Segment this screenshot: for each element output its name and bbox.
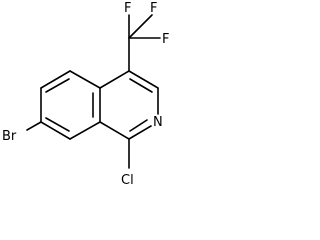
atom-label-br: Br [2, 129, 17, 144]
bond-n2-c1-inner [129, 119, 148, 132]
bond-c4-c3-inner [129, 78, 153, 93]
bond-c7-br [26, 121, 42, 131]
bond-c7-c8-inner [45, 117, 70, 132]
bond-cf3-f-top-right [128, 14, 153, 39]
bond-c8-c8a [69, 121, 101, 140]
bond-c4a-c5 [69, 70, 101, 89]
bond-c1-c8a [99, 121, 130, 140]
bond-c5-c6-inner [45, 78, 70, 93]
bond-c4a-c4 [99, 70, 130, 89]
atom-label-f-top-left: F [124, 1, 131, 16]
atom-label-cl: Cl [121, 173, 134, 188]
atom-label-f-top-right: F [150, 1, 157, 16]
atom-label-n: N [153, 115, 163, 130]
bond-c5-c6 [40, 70, 71, 89]
bond-c7-c8 [40, 121, 71, 140]
structure-diagram: Br N Cl F F F [2, 1, 169, 188]
bond-c4-c3 [128, 70, 159, 89]
atom-label-f-right: F [162, 32, 169, 47]
bond-n2-c1 [128, 125, 152, 140]
